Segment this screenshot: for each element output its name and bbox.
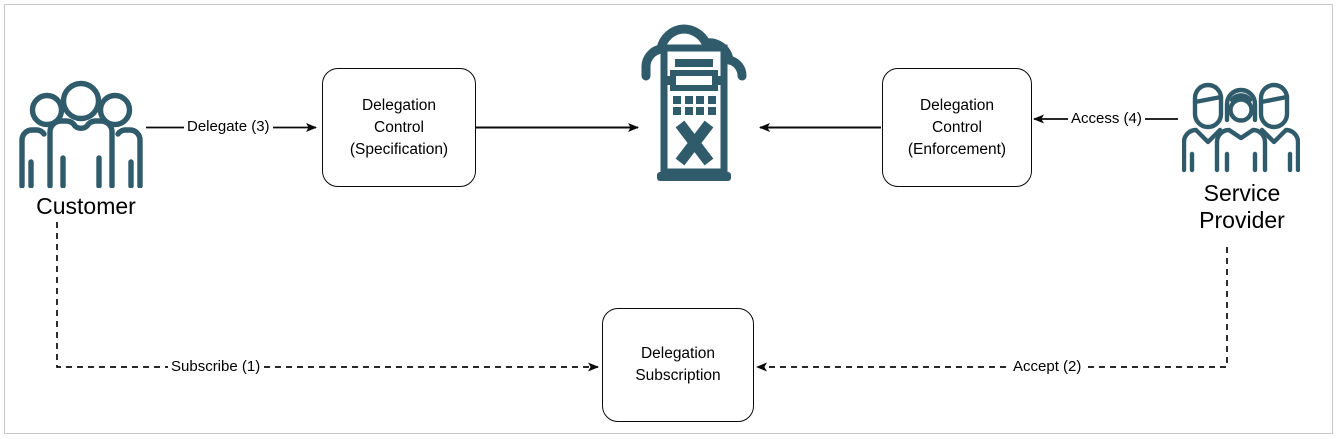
box-line-1: Delegation	[361, 96, 437, 114]
box-delegation-control-enforcement[interactable]: Delegation Control (Enforcement)	[882, 68, 1032, 187]
cloud-kiosk-terminal-icon	[632, 14, 756, 188]
edge-label-accept: Accept (2)	[1010, 358, 1085, 375]
edge-label-delegate: Delegate (3)	[184, 118, 273, 135]
edge-label-access: Access (4)	[1068, 110, 1145, 127]
edge-subscribe-line	[56, 222, 599, 372]
box-line-2: Subscription	[635, 367, 721, 384]
box-line-3: (Enforcement)	[907, 140, 1007, 158]
actor-label-service-provider: Service Provider	[1199, 180, 1285, 234]
box-line-1: Delegation	[919, 96, 995, 114]
service-staff-group-icon	[1181, 82, 1301, 174]
group-of-people-icon	[16, 78, 146, 189]
box-delegation-control-specification[interactable]: Delegation Control (Specification)	[322, 68, 476, 187]
actor-label-customer: Customer	[36, 193, 136, 219]
edge-label-subscribe: Subscribe (1)	[168, 358, 264, 375]
box-line-1: Delegation	[640, 345, 716, 362]
box-line-3: (Specification)	[349, 140, 449, 158]
edge-accept-line	[756, 247, 1228, 372]
box-line-2: Control	[374, 118, 424, 136]
box-line-2: Control	[932, 118, 982, 136]
box-delegation-subscription[interactable]: Delegation Subscription	[602, 308, 754, 422]
